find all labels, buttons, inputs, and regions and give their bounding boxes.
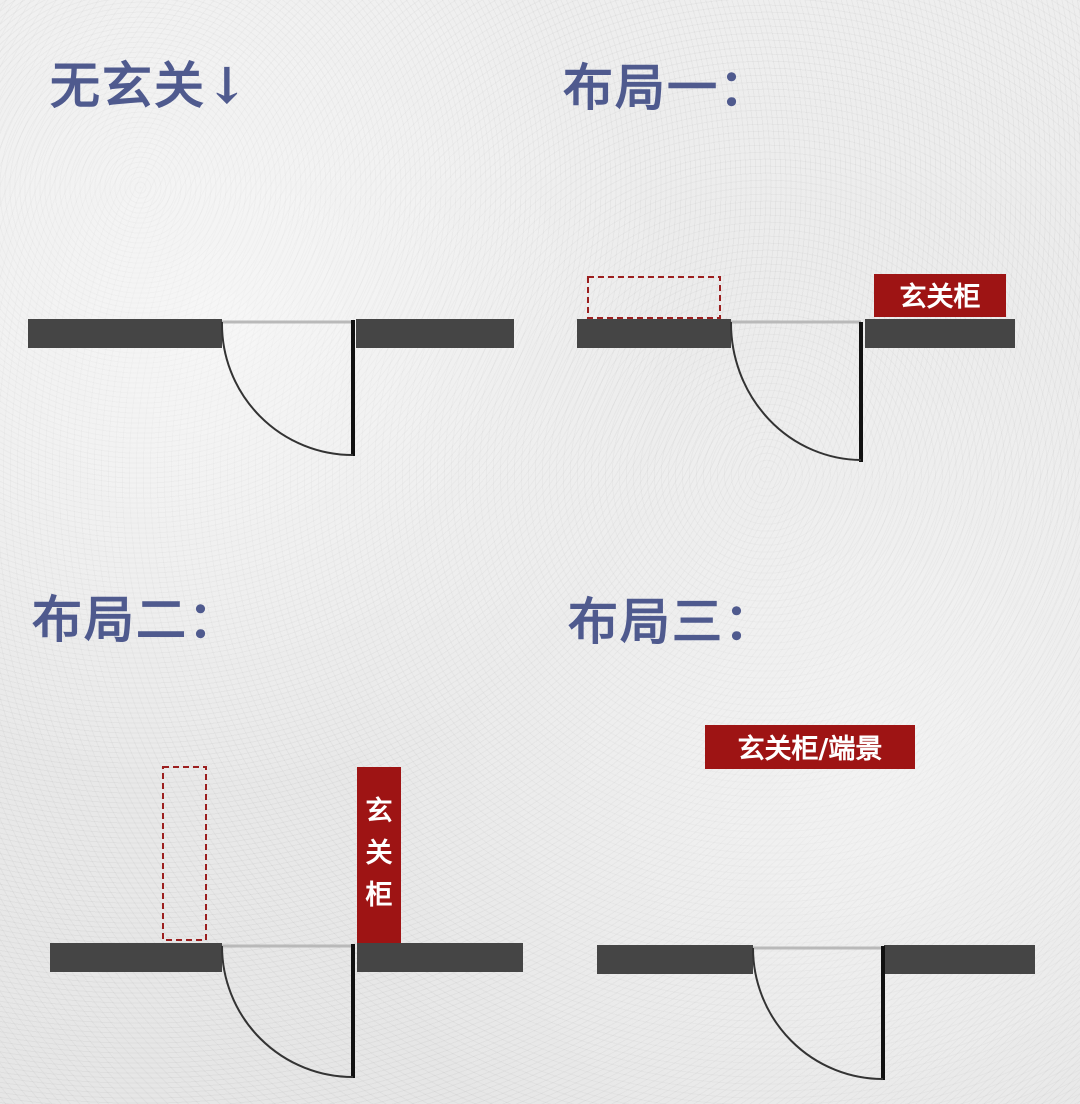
heading-layout-two: 布局二：: [32, 590, 240, 649]
door-leaf: [351, 320, 355, 456]
wall-left: [597, 945, 753, 974]
plan-layout-one: 玄关柜: [577, 274, 1015, 462]
door-swing-arc: [729, 321, 862, 461]
wall-left: [50, 943, 222, 972]
wall-right: [356, 319, 514, 348]
cabinet-alt-position: [587, 276, 721, 319]
foyer-cabinet-label: 玄关柜: [900, 281, 981, 313]
foyer-cabinet-char-3: 柜: [366, 880, 393, 911]
heading-layout-one: 布局一：: [563, 58, 771, 117]
foyer-cabinet: [874, 274, 1006, 317]
door-swing-arc: [752, 947, 884, 1080]
plan-layout-two: 玄 关 柜: [50, 766, 523, 1078]
door-leaf: [859, 322, 863, 462]
wall-right: [884, 945, 1035, 974]
plan-layout-three: 玄关柜/端景: [597, 725, 1035, 1080]
door-swing-arc: [221, 945, 354, 1078]
door-leaf: [351, 944, 355, 1078]
plan-no-foyer: [28, 319, 514, 456]
foyer-cabinet: [357, 767, 401, 943]
foyer-cabinet-char-2: 关: [366, 838, 393, 869]
foyer-cabinet-console-label: 玄关柜/端景: [738, 733, 883, 765]
wall-right: [865, 319, 1015, 348]
foyer-cabinet-char-1: 玄: [366, 795, 393, 827]
wall-left: [28, 319, 222, 348]
cabinet-alt-position: [162, 766, 207, 941]
door-swing-arc: [220, 321, 354, 456]
heading-layout-three: 布局三：: [568, 592, 776, 651]
foyer-cabinet-console: [705, 725, 915, 769]
wall-left: [577, 319, 731, 348]
door-leaf: [881, 946, 885, 1080]
wall-right: [357, 943, 523, 972]
heading-no-foyer: 无玄关↓: [50, 56, 250, 115]
